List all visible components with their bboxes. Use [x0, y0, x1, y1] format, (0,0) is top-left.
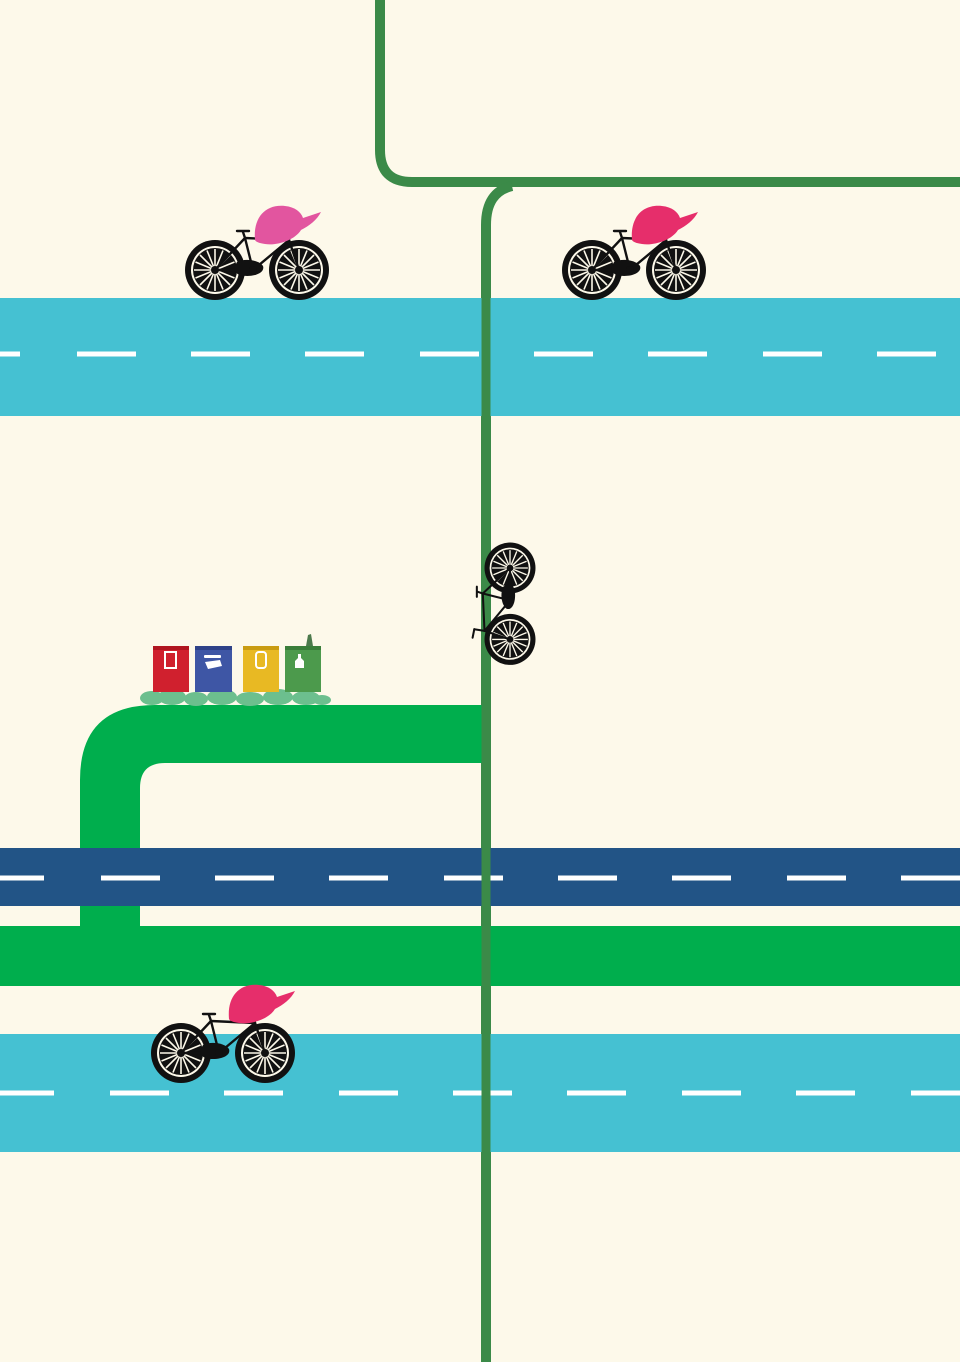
road-lower: [0, 1034, 960, 1152]
cyclist-top-left: [183, 205, 331, 302]
recycling-bin-yellow: [243, 646, 279, 692]
cap-icon: [631, 205, 698, 245]
road-upper: [0, 298, 960, 416]
green-bike-path: [0, 705, 960, 986]
bush: [140, 689, 331, 706]
can-icon: [255, 651, 267, 669]
recycling-bin-green: [285, 634, 321, 692]
cap-icon: [254, 205, 321, 245]
recycling-bin-blue: [195, 646, 232, 692]
food-container-icon: [204, 655, 222, 669]
bottle-icon: [295, 654, 304, 668]
thin-path: [375, 0, 960, 1362]
road-dark: [0, 848, 960, 906]
recycling-bin-red: [153, 646, 189, 692]
paper-icon: [164, 651, 177, 669]
cyclist-top-right: [560, 205, 708, 302]
recycling-station: [140, 634, 331, 706]
cap-icon: [228, 984, 295, 1024]
bottle-sticking-out: [306, 634, 313, 646]
